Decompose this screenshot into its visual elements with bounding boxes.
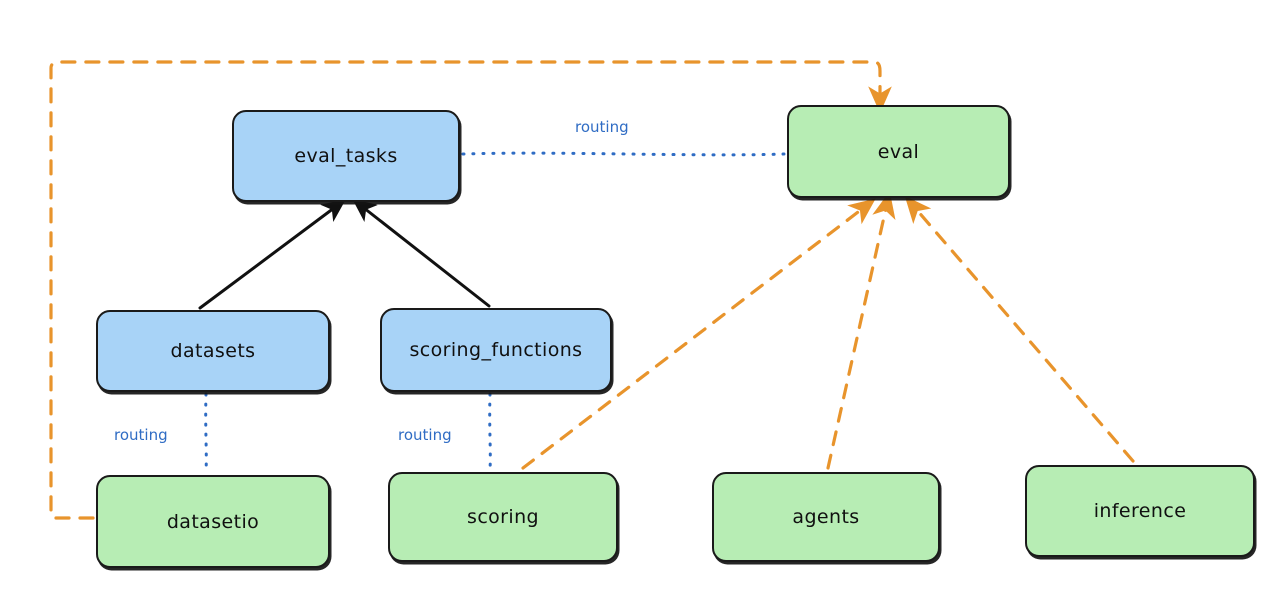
edge-datasetio-to-eval bbox=[49, 60, 892, 520]
node-label-scoring-functions: scoring_functions bbox=[409, 339, 583, 361]
edge-label-routing-eval-tasks-eval: routing bbox=[575, 118, 629, 136]
edge-scoring-functions-to-scoring bbox=[488, 392, 492, 472]
edge-datasets-to-datasetio bbox=[204, 392, 208, 475]
node-label-eval-tasks: eval_tasks bbox=[294, 145, 398, 167]
edge-datasets-to-eval-tasks bbox=[198, 199, 347, 310]
node-label-inference: inference bbox=[1093, 500, 1187, 522]
node-label-eval: eval bbox=[877, 140, 920, 163]
edge-inference-to-eval bbox=[904, 195, 1135, 463]
edge-label-routing-scoring-functions-scoring: routing bbox=[398, 426, 452, 444]
node-eval[interactable]: eval bbox=[787, 105, 1010, 198]
node-label-datasetio: datasetio bbox=[166, 510, 260, 533]
edge-eval-tasks-to-eval bbox=[461, 151, 786, 157]
node-datasets[interactable]: datasets bbox=[96, 310, 330, 392]
node-label-scoring: scoring bbox=[467, 506, 539, 528]
node-eval-tasks[interactable]: eval_tasks bbox=[232, 110, 460, 202]
node-inference[interactable]: inference bbox=[1025, 465, 1255, 557]
node-scoring-functions[interactable]: scoring_functions bbox=[380, 308, 612, 392]
node-label-agents: agents bbox=[792, 506, 860, 528]
node-agents[interactable]: agents bbox=[712, 472, 940, 562]
node-scoring[interactable]: scoring bbox=[388, 472, 618, 562]
edge-label-routing-datasets-datasetio: routing bbox=[114, 426, 168, 444]
edge-agents-to-eval bbox=[826, 191, 896, 470]
node-label-datasets: datasets bbox=[170, 340, 256, 362]
node-datasetio[interactable]: datasetio bbox=[96, 475, 330, 568]
edge-scoring-functions-to-eval-tasks bbox=[352, 198, 491, 308]
